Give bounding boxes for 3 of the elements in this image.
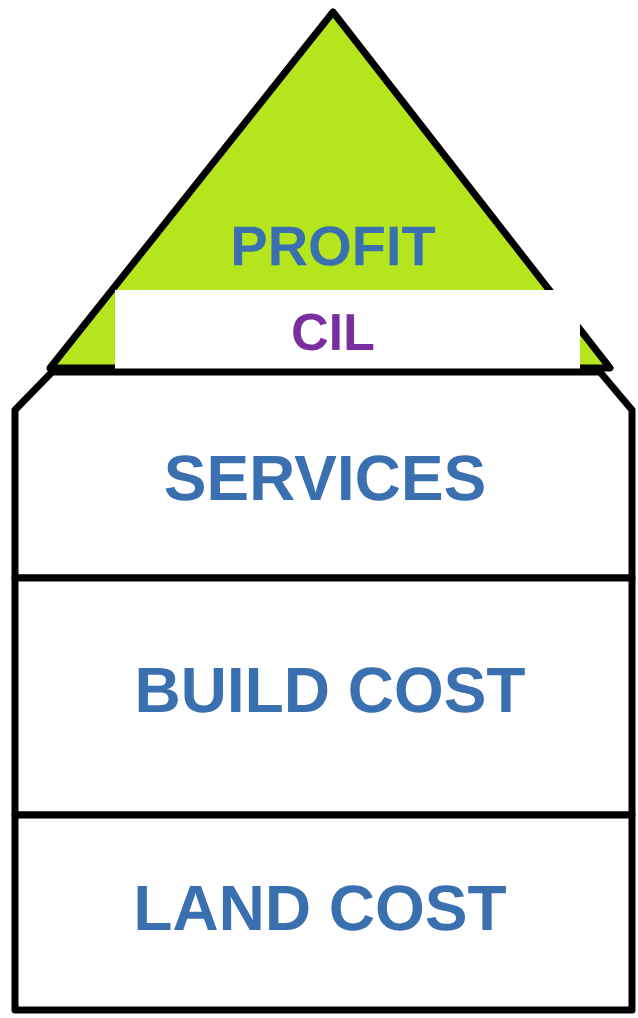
wall-section: LAND COST (11, 811, 636, 1014)
wall-section: BUILD COST (11, 574, 636, 819)
band: CIL (115, 290, 580, 370)
